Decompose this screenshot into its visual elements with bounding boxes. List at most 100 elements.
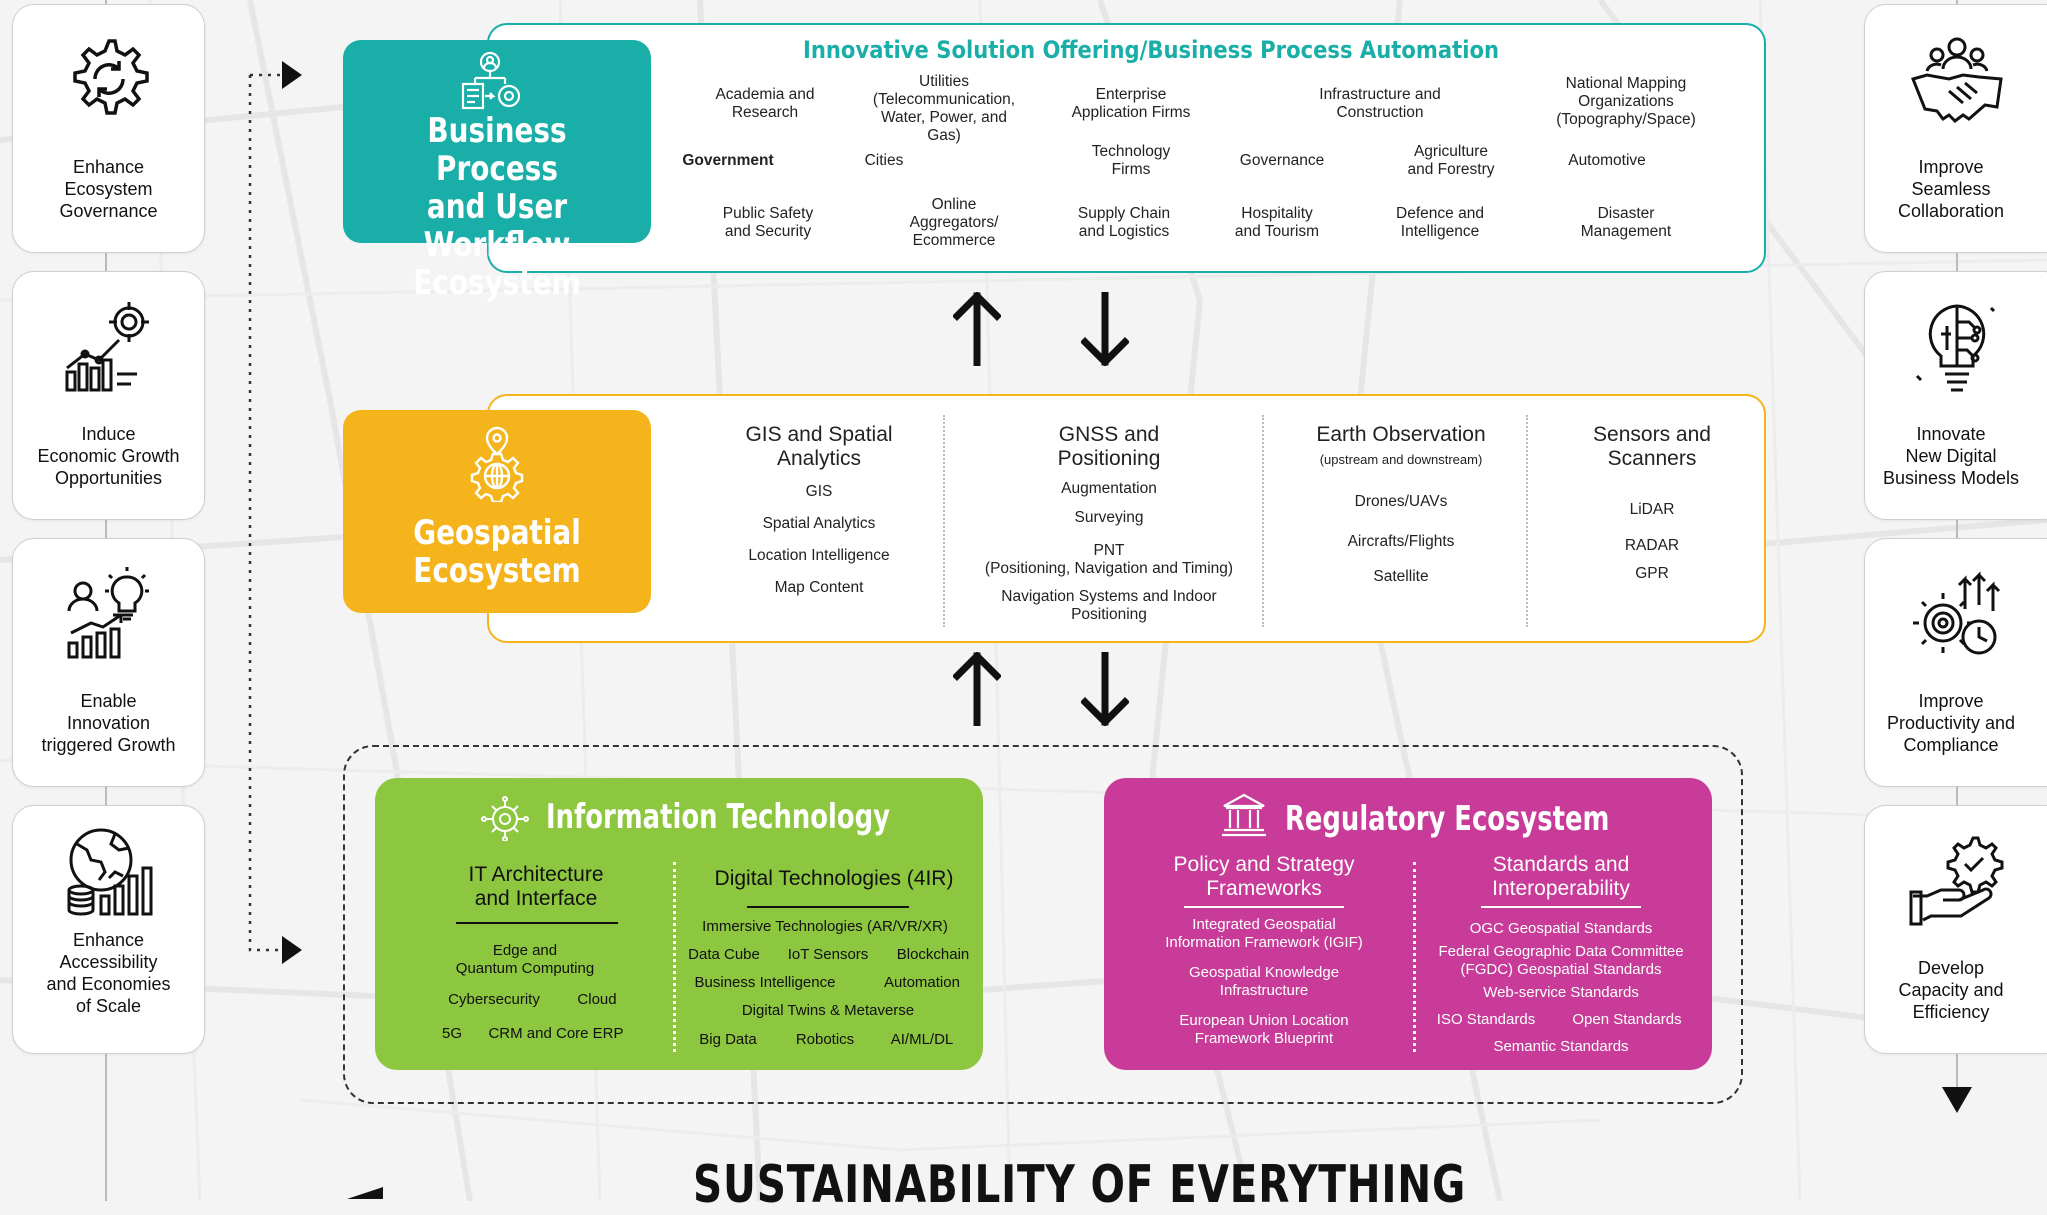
regulatory-separator: [1413, 862, 1416, 1052]
regulatory-title: Regulatory Ecosystem: [1285, 799, 1610, 839]
globe-gear-icon: [470, 426, 524, 502]
it-item: Blockchain: [896, 946, 970, 963]
business-item: Disaster Management: [1580, 205, 1672, 240]
business-item: Governance: [1239, 152, 1325, 169]
regulatory-item: Web-service Standards: [1483, 984, 1639, 1001]
right-card-productivity: Improve Productivity and Compliance: [1864, 538, 2047, 787]
right-card-label: Innovate New Digital Business Models: [1882, 424, 2020, 488]
business-item: Online Aggregators/ Ecommerce: [909, 196, 999, 249]
business-item: Academia and Research: [715, 86, 815, 121]
globe-coins-icon: [67, 828, 152, 916]
column-separator: [1526, 415, 1528, 627]
down-arrow-icon: [1081, 652, 1129, 726]
regulatory-item: ISO Standards: [1436, 1011, 1536, 1028]
left-card-label: Enhance Ecosystem Governance: [59, 157, 158, 221]
business-item: National Mapping Organizations (Topograp…: [1556, 75, 1696, 128]
geospatial-title: Geospatial Ecosystem: [413, 513, 581, 591]
business-item: Cities: [864, 152, 904, 169]
business-title-box: Business Process and User Workflow Ecosy…: [343, 40, 651, 302]
business-item: Hospitality and Tourism: [1234, 205, 1320, 240]
right-card-label: Improve Seamless Collaboration: [1897, 157, 2005, 221]
it-item: Robotics: [795, 1031, 855, 1048]
right-card-capacity: Develop Capacity and Efficiency: [1864, 805, 2047, 1054]
regulatory-item: OGC Geospatial Standards: [1469, 920, 1653, 937]
it-item: Cloud: [577, 991, 617, 1008]
workflow-icon: [461, 51, 521, 110]
geo-item: Aircrafts/Flights: [1347, 533, 1455, 550]
it-item: Edge and Quantum Computing: [455, 942, 595, 977]
business-item: Defence and Intelligence: [1396, 205, 1484, 240]
geo-item: Surveying: [1074, 509, 1144, 526]
government-building-icon: [1222, 793, 1266, 837]
left-card-label: Enhance Accessibility and Economies of S…: [46, 930, 171, 1016]
it-item: AI/ML/DL: [890, 1031, 954, 1048]
dotted-connector: [248, 61, 302, 964]
right-card-digital-models: Innovate New Digital Business Models: [1864, 271, 2047, 520]
left-card-label: Enable Innovation triggered Growth: [41, 691, 176, 755]
column-separator: [943, 415, 945, 627]
geo-item: Spatial Analytics: [762, 515, 876, 532]
business-item: Public Safety and Security: [722, 205, 814, 240]
it-item: Digital Twins & Metaverse: [741, 1002, 915, 1019]
it-item: Data Cube: [688, 946, 760, 963]
gears-clock-icon: [1913, 571, 2001, 655]
it-right-underline: [747, 906, 909, 908]
business-item: Technology Firms: [1091, 143, 1171, 178]
geo-col-heading: GIS and Spatial Analytics: [745, 423, 893, 470]
geospatial-title-box: Geospatial Ecosystem: [343, 410, 651, 613]
up-arrow-icon: [953, 292, 1001, 366]
regulatory-right-underline: [1481, 906, 1641, 908]
geo-col-heading: GNSS and Positioning: [1057, 423, 1161, 470]
innovation-growth-icon: [67, 567, 149, 659]
geo-item: PNT (Positioning, Navigation and Timing): [984, 542, 1234, 577]
left-card-innovation: Enable Innovation triggered Growth: [12, 538, 205, 787]
it-left-underline: [456, 922, 618, 924]
right-card-label: Develop Capacity and Efficiency: [1898, 958, 2004, 1022]
column-separator: [1262, 415, 1264, 627]
gear-cycle-icon: [72, 39, 149, 115]
business-item: Infrastructure and Construction: [1319, 86, 1441, 121]
it-separator: [673, 862, 676, 1052]
geo-col-sub: (upstream and downstream): [1319, 452, 1483, 467]
geo-item: RADAR: [1624, 537, 1680, 554]
it-box: [375, 778, 983, 1070]
regulatory-item: Open Standards: [1572, 1011, 1682, 1028]
left-card-accessibility: Enhance Accessibility and Economies of S…: [12, 805, 205, 1054]
regulatory-item: Semantic Standards: [1493, 1038, 1629, 1055]
regulatory-left-underline: [1184, 906, 1344, 908]
business-panel: [487, 23, 1766, 273]
up-arrow-icon: [953, 652, 1001, 726]
business-item: Government: [682, 152, 774, 169]
it-left-heading: IT Architecture and Interface: [468, 863, 604, 910]
regulatory-item: Integrated Geospatial Information Framew…: [1165, 916, 1363, 951]
business-item: Agriculture and Forestry: [1407, 143, 1495, 178]
tech-gear-icon: [481, 796, 529, 841]
right-card-label: Improve Productivity and Compliance: [1886, 691, 2016, 755]
left-card-governance: Enhance Ecosystem Governance: [12, 4, 205, 253]
business-item: Supply Chain and Logistics: [1077, 205, 1171, 240]
business-item: Enterprise Application Firms: [1071, 86, 1191, 121]
business-item: Utilities (Telecommunication, Water, Pow…: [872, 73, 1016, 144]
it-title: Information Technology: [546, 797, 890, 837]
right-down-arrow-icon: [1942, 1087, 1972, 1113]
left-card-economic-growth: Induce Economic Growth Opportunities: [12, 271, 205, 520]
regulatory-item: Geospatial Knowledge Infrastructure: [1188, 964, 1340, 999]
regulatory-item: Federal Geographic Data Committee (FGDC)…: [1438, 943, 1684, 978]
it-item: Cybersecurity: [448, 991, 540, 1008]
digital-bulb-icon: [1915, 304, 1996, 392]
geo-col-heading: Sensors and Scanners: [1593, 423, 1711, 470]
regulatory-box: [1104, 778, 1712, 1070]
regulatory-left-heading: Policy and Strategy Frameworks: [1173, 853, 1355, 900]
down-arrow-icon: [1081, 292, 1129, 366]
geo-item: Navigation Systems and Indoor Positionin…: [1001, 588, 1217, 623]
foundation-container: [343, 745, 1743, 1104]
geo-item: Satellite: [1373, 568, 1429, 585]
business-item: Automotive: [1568, 152, 1646, 169]
geo-item: GIS: [805, 483, 833, 500]
geospatial-panel: [487, 394, 1766, 643]
regulatory-right-heading: Standards and Interoperability: [1492, 853, 1630, 900]
it-item: Big Data: [699, 1031, 757, 1048]
it-item: 5G: [441, 1025, 463, 1042]
it-item: Business Intelligence: [694, 974, 836, 991]
it-right-heading: Digital Technologies (4IR): [714, 867, 954, 890]
